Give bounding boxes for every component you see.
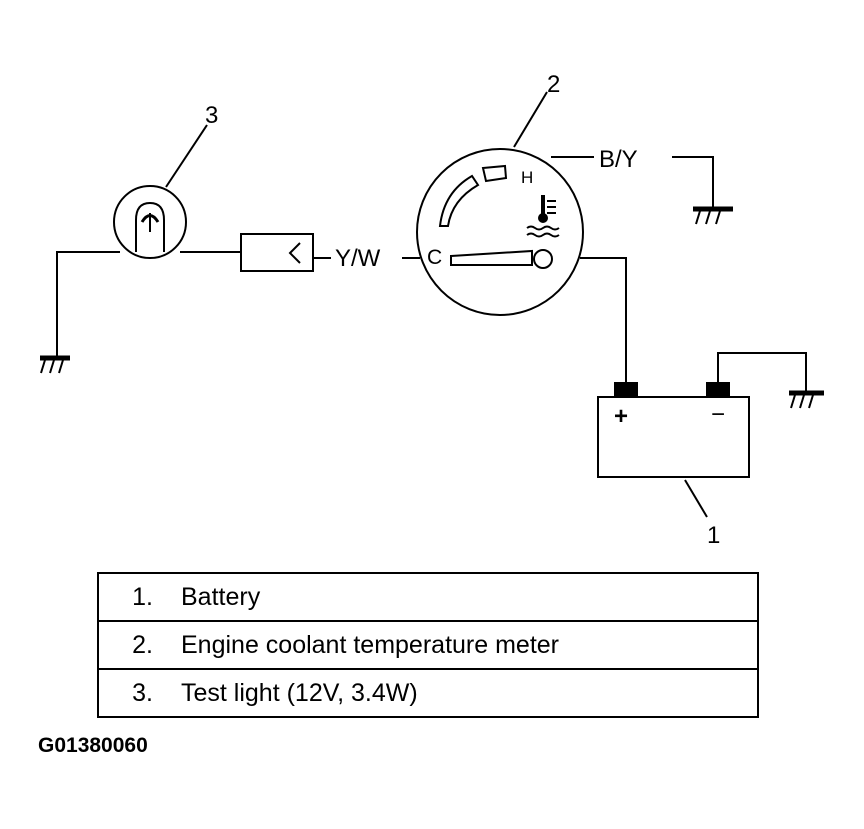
legend-text: Test light (12V, 3.4W) (181, 678, 418, 707)
temperature-meter (416, 148, 584, 316)
legend-table: 1. Battery 2. Engine coolant temperature… (97, 572, 759, 718)
legend-row: 3. Test light (12V, 3.4W) (99, 670, 757, 716)
wire-battery-to-ground (717, 352, 807, 391)
wire-label-by: B/Y (599, 146, 638, 173)
legend-number: 2. (132, 630, 153, 659)
test-light (113, 185, 187, 259)
legend-text: Battery (181, 582, 261, 611)
ground-symbol-right (789, 390, 824, 409)
meter-hot-label: H (521, 168, 533, 187)
callout-test-light: 3 (205, 102, 218, 129)
callout-battery: 1 (707, 522, 720, 549)
legend-number: 3. (132, 678, 153, 707)
battery-positive-label: + (614, 403, 628, 430)
wire-light-to-ground (56, 251, 120, 358)
figure-id: G01380060 (38, 734, 148, 757)
battery (597, 382, 750, 478)
legend-text: Engine coolant temperature meter (181, 630, 559, 659)
ground-symbol-top (693, 206, 733, 225)
callout-meter: 2 (547, 71, 560, 98)
legend-row: 1. Battery (99, 574, 757, 622)
wire-meter-to-battery (580, 257, 627, 382)
meter-cold-label: C (427, 246, 442, 269)
wire-by (551, 156, 714, 207)
battery-negative-label: − (711, 401, 725, 428)
callout-leaders (165, 91, 708, 518)
ground-symbol-left (40, 355, 70, 374)
legend-row: 2. Engine coolant temperature meter (99, 622, 757, 670)
legend-number: 1. (132, 582, 153, 611)
wire-label-yw: Y/W (335, 245, 381, 272)
connector (240, 233, 331, 272)
